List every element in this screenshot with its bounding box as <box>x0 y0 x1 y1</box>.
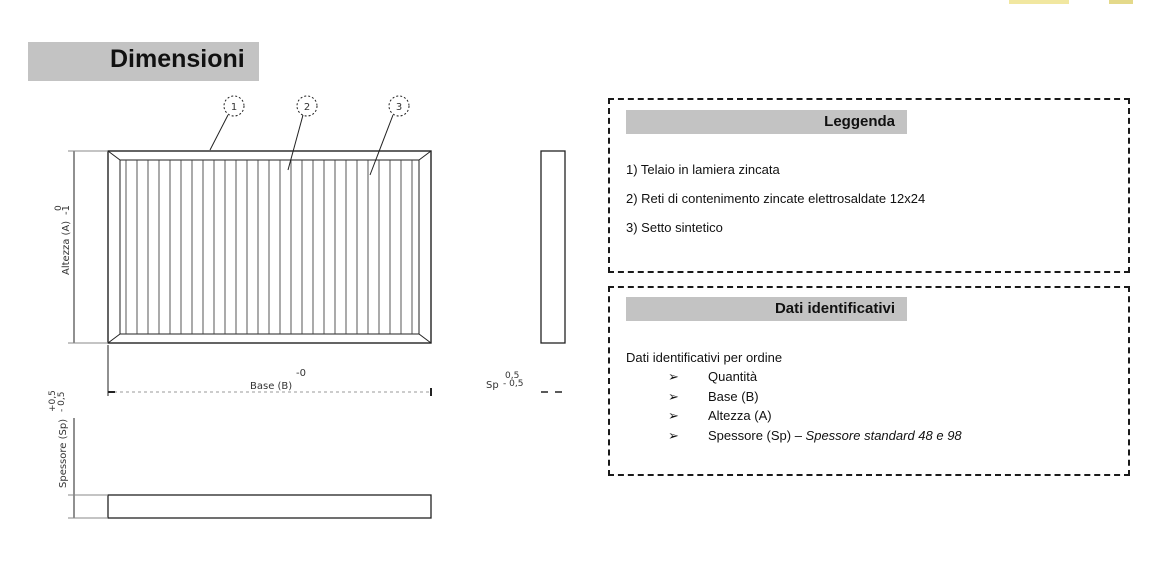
sp-tolerance-minus: - 0,5 <box>503 379 523 389</box>
callout-1-circle <box>223 95 245 117</box>
identification-box: Dati identificativi Dati identificativi … <box>608 286 1130 476</box>
sp-dimension-label: Sp <box>486 380 499 391</box>
height-dimension-label: Altezza (A) <box>61 221 72 275</box>
frame-inner <box>119 159 420 335</box>
thickness-tolerance-plus: +0,5 <box>48 390 58 412</box>
thickness-dimension-label: Spessore (Sp) <box>58 419 69 488</box>
frame-outer <box>107 150 432 344</box>
item-height: Altezza (A) <box>708 408 772 423</box>
item-base: Base (B) <box>708 389 759 404</box>
identification-intro: Dati identificativi per ordine <box>626 350 783 365</box>
callout-2-label: 2 <box>304 102 310 113</box>
identification-heading: Dati identificativi <box>626 297 907 321</box>
arrow-bullet-icon: ➢ <box>668 369 679 384</box>
arrow-bullet-icon: ➢ <box>668 428 679 443</box>
legend-item-media: 3) Setto sintetico <box>626 220 723 235</box>
base-dimension-label: Base (B) <box>250 381 292 392</box>
callout-3-circle <box>388 95 410 117</box>
item-quantity: Quantità <box>708 369 758 384</box>
height-tolerance-minus: -1 <box>61 205 72 215</box>
legend-heading: Leggenda <box>626 110 907 134</box>
section-title-background <box>28 42 259 81</box>
callout-3-label: 3 <box>396 102 402 113</box>
callout-2-circle <box>296 95 318 117</box>
thickness-tolerance-minus: - 0,5 <box>57 392 67 412</box>
item-thickness: Spessore (Sp) – <box>708 428 806 443</box>
arrow-bullet-icon: ➢ <box>668 389 679 404</box>
filter-pleats <box>125 160 413 334</box>
callout-1-label: 1 <box>231 102 237 113</box>
height-tolerance-zero: 0 <box>54 205 64 211</box>
bottom-view <box>107 494 432 519</box>
technical-drawing: 1 2 3 Altezza (A) -1 0 Base (B) -0 Sp 0,… <box>48 95 566 519</box>
section-title: Dimensioni <box>110 45 245 73</box>
legend-item-frame: 1) Telaio in lamiera zincata <box>626 162 780 177</box>
list-item: ➢ Spessore (Sp) – Spessore standard 48 e … <box>668 428 962 444</box>
list-item: ➢ Quantità <box>668 369 757 385</box>
side-view <box>540 150 566 344</box>
sp-tolerance-plus: 0,5 <box>505 371 519 381</box>
list-item: ➢ Altezza (A) <box>668 408 772 424</box>
logo-fragment-icon <box>1009 0 1133 4</box>
arrow-bullet-icon: ➢ <box>668 408 679 423</box>
base-tolerance: -0 <box>296 368 306 379</box>
legend-box: Leggenda 1) Telaio in lamiera zincata 2)… <box>608 98 1130 273</box>
item-thickness-note: Spessore standard 48 e 98 <box>805 428 962 443</box>
list-item: ➢ Base (B) <box>668 389 759 405</box>
legend-item-nets: 2) Reti di contenimento zincate elettros… <box>626 191 926 206</box>
